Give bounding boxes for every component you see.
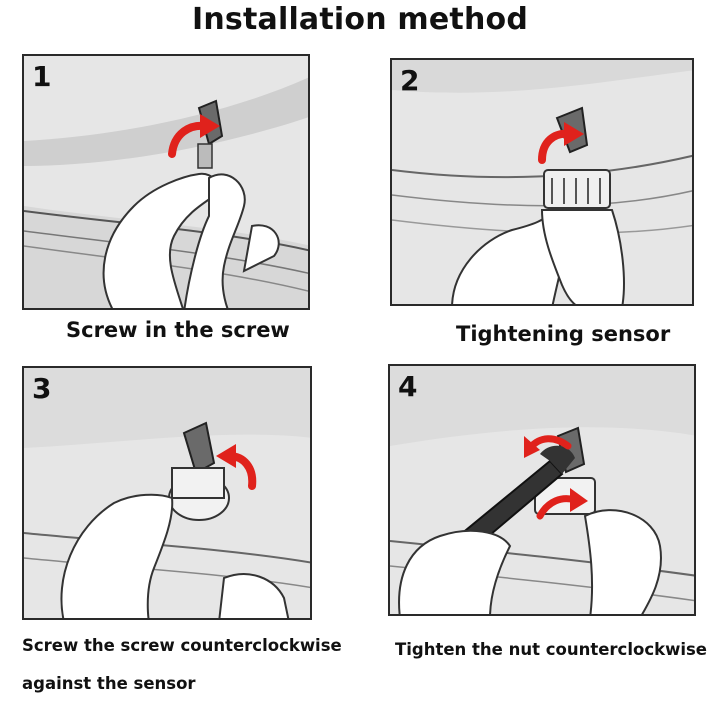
step-2-number: 2 bbox=[400, 64, 420, 97]
step-2-panel: 2 bbox=[390, 58, 694, 306]
page-title: Installation method bbox=[192, 2, 528, 37]
step-4-illustration bbox=[390, 366, 694, 614]
step-3-number: 3 bbox=[32, 372, 52, 405]
step-1-number: 1 bbox=[32, 60, 52, 93]
step-4-number: 4 bbox=[398, 370, 418, 403]
step-1-caption: Screw in the screw bbox=[66, 318, 290, 342]
step-3-caption-line2: against the sensor bbox=[22, 674, 196, 693]
step-2-illustration bbox=[392, 60, 692, 304]
step-3-caption-line1: Screw the screw counterclockwise bbox=[22, 636, 342, 655]
step-1-panel: 1 bbox=[22, 54, 310, 310]
step-3-illustration bbox=[24, 368, 310, 618]
step-3-panel: 3 bbox=[22, 366, 312, 620]
step-4-caption: Tighten the nut counterclockwise bbox=[395, 640, 707, 659]
step-4-panel: 4 bbox=[388, 364, 696, 616]
step-2-caption: Tightening sensor bbox=[456, 322, 671, 346]
step-1-illustration bbox=[24, 77, 308, 308]
